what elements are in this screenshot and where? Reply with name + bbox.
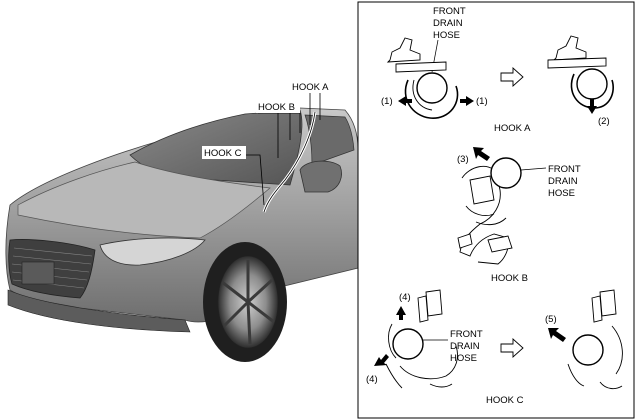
hook-a-step-down: (2) [598,116,610,127]
hook-a-arrow-left [398,96,412,106]
hook-c-hose [392,328,424,360]
hook-c-step-down: (4) [366,374,378,385]
hook-a-arrow-down [587,99,597,114]
hook-a-hose-label-3: HOSE [433,30,460,41]
hook-c-transition-arrow [500,337,524,359]
hook-b-clip [457,165,513,265]
hook-c-arrow-down [374,354,389,366]
hook-a-caption: HOOK A [494,123,531,134]
car-side-window [304,114,355,166]
callout-hook-b: HOOK B [258,102,295,113]
hook-a-transition-arrow [500,66,524,88]
callout-hook-a: HOOK A [292,82,329,93]
hook-b-hose-label-3: HOSE [548,188,575,199]
hook-a-hose-released [576,68,608,100]
hook-a-hose-label-2: DRAIN [433,18,463,29]
hook-b-section: FRONT DRAIN HOSE (3) HOOK B [457,147,581,284]
hook-b-arrow [473,147,490,161]
hook-c-arrow-up [396,306,406,320]
hook-b-hose [490,157,522,189]
hook-a-section: FRONT DRAIN HOSE (1) (1) (2) HOOK A [381,6,614,134]
hook-b-step: (3) [457,154,469,165]
hook-c-step-after: (5) [545,314,557,325]
drain-hose-route-outline [263,111,316,213]
car-hood [17,161,271,239]
hook-c-section: FRONT DRAIN HOSE (4) (4) (5) HOOK C [366,289,623,406]
rim-spokes [221,260,275,345]
hook-a-step-right: (1) [476,96,488,107]
hook-c-hose-label-1: FRONT [450,329,483,340]
hook-b-caption: HOOK B [491,273,528,284]
hook-c-hose-label-2: DRAIN [450,341,480,352]
hook-a-arrow-right [460,96,474,106]
car-headlight [99,237,206,266]
hook-c-step-up: (4) [399,292,411,303]
hook-a-hose-label-1: FRONT [433,6,466,17]
hook-c-hose-released [572,334,604,366]
car-illustration: HOOK A HOOK B HOOK C [5,80,359,362]
hook-a-step-left: (1) [381,96,393,107]
license-plate [21,261,55,285]
hook-c-clip-attached [385,289,458,389]
hook-b-hose-label-2: DRAIN [548,176,578,187]
hook-c-hose-label-3: HOSE [450,353,477,364]
hook-a-hose [416,72,448,104]
hook-c-arrow-after [548,328,566,342]
hook-c-caption: HOOK C [486,395,524,406]
hook-c-clip-released [567,289,623,390]
car-mirror [299,160,342,193]
hook-b-hose-label-1: FRONT [548,164,581,175]
hook-a-clip-attached [386,37,459,119]
car-bumper [7,289,191,333]
callout-hook-c: HOOK C [204,148,242,159]
